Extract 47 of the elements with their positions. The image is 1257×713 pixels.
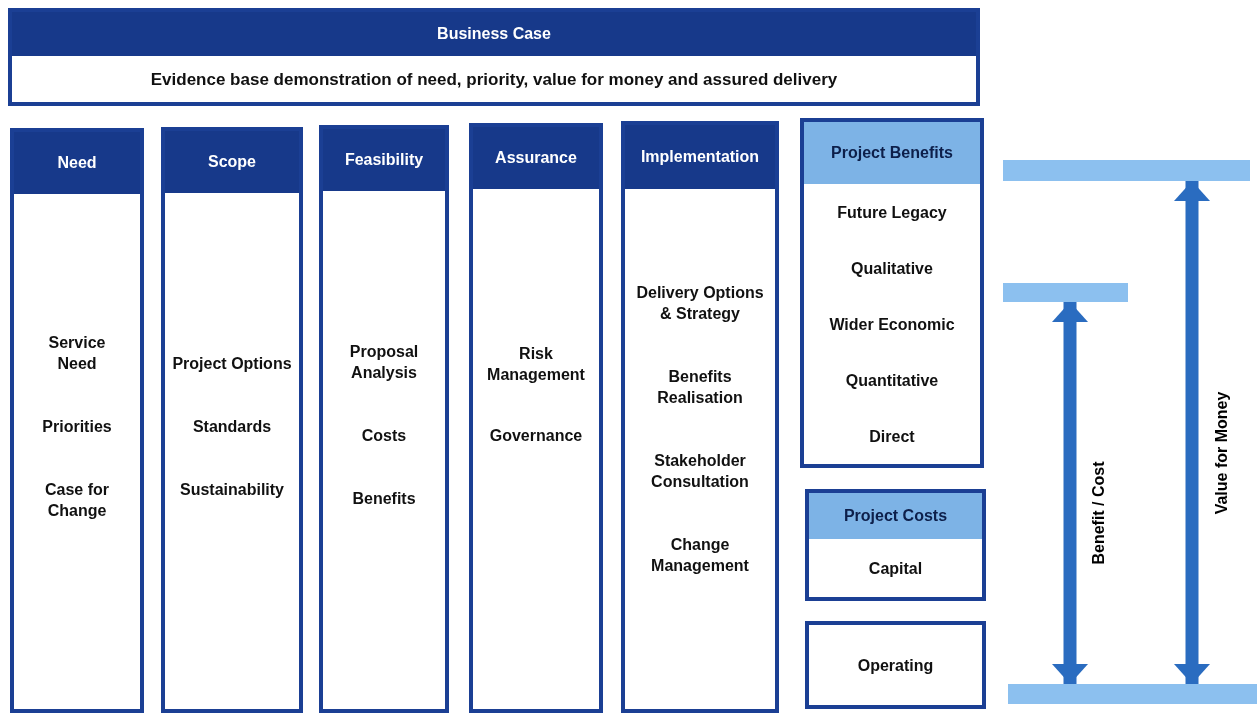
item-text: Delivery Options & Strategy (635, 283, 765, 324)
horizontal-bar (1008, 684, 1257, 704)
header-text: Business Case (437, 25, 551, 43)
header-text: Need (57, 154, 97, 172)
column-box (8, 8, 980, 106)
item-text: Direct (869, 426, 915, 447)
header-text: Project Benefits (831, 144, 953, 162)
column-box (161, 127, 303, 713)
column-box (805, 621, 986, 709)
column-box (805, 489, 986, 601)
item-text: Priorities (42, 417, 112, 437)
item-text: Capital (868, 558, 923, 579)
item-text: Service Need (47, 333, 107, 374)
item-text: Standards (192, 416, 272, 437)
horizontal-bar (1003, 160, 1250, 181)
item-text: Wider Economic (829, 314, 955, 335)
header-text: Implementation (640, 148, 760, 166)
column-box (469, 123, 603, 713)
header-text: Feasibility (344, 151, 424, 169)
edge-label: Value for Money (1212, 391, 1231, 514)
edge-label: Benefit / Cost (1089, 461, 1108, 565)
item-text: Change Management (650, 535, 750, 576)
item-text: Future Legacy (837, 202, 947, 223)
item-text: Operating (857, 655, 934, 676)
header-text: Assurance (495, 149, 577, 167)
header-text: Project Costs (843, 507, 948, 525)
item-text: Costs (361, 426, 407, 446)
column-box (800, 118, 984, 468)
column-box (10, 128, 144, 713)
double-arrow (1052, 302, 1088, 684)
item-text: Benefits (352, 489, 416, 509)
item-text: Benefits Realisation (656, 367, 744, 408)
item-text: Sustainability (180, 479, 284, 500)
item-text: Case for Change (44, 480, 110, 521)
item-text: Governance (489, 425, 583, 446)
item-text: Quantitative (845, 370, 939, 391)
item-text: Qualitative (851, 258, 933, 279)
double-arrow (1174, 181, 1210, 684)
item-text: Proposal Analysis (348, 342, 420, 383)
item-text: Risk Management (486, 343, 586, 385)
column-box (319, 125, 449, 713)
item-text: Project Options (172, 353, 292, 374)
item-text: Stakeholder Consultation (650, 451, 750, 492)
column-box (621, 121, 779, 713)
item-text: Evidence base demonstration of need, priority, value for money and assured delivery (150, 68, 838, 90)
horizontal-bar (1003, 283, 1128, 302)
header-text: Scope (208, 153, 256, 171)
